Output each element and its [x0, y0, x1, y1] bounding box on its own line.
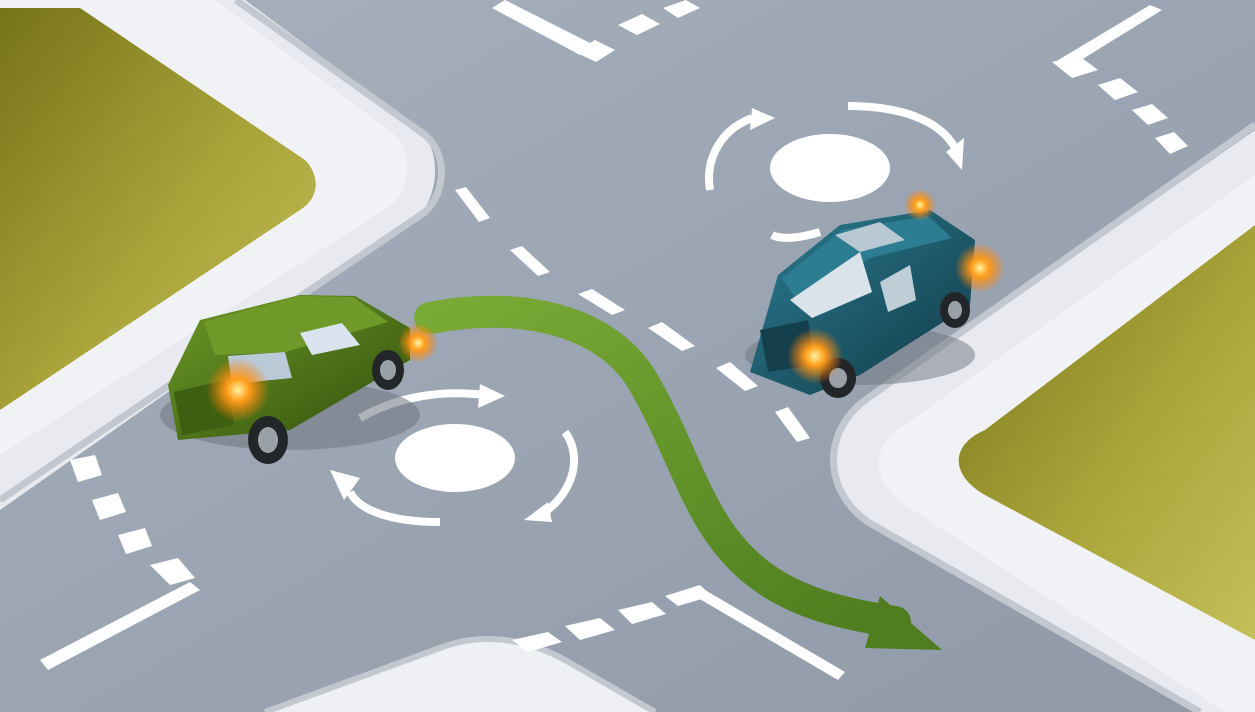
- blue-car-indicator-front: [787, 328, 843, 384]
- green-car-indicator-front: [398, 323, 438, 363]
- blue-car-indicator-top: [904, 189, 936, 221]
- blue-car-indicator-rear: [955, 243, 1005, 293]
- green-car-indicator-rear: [206, 358, 270, 422]
